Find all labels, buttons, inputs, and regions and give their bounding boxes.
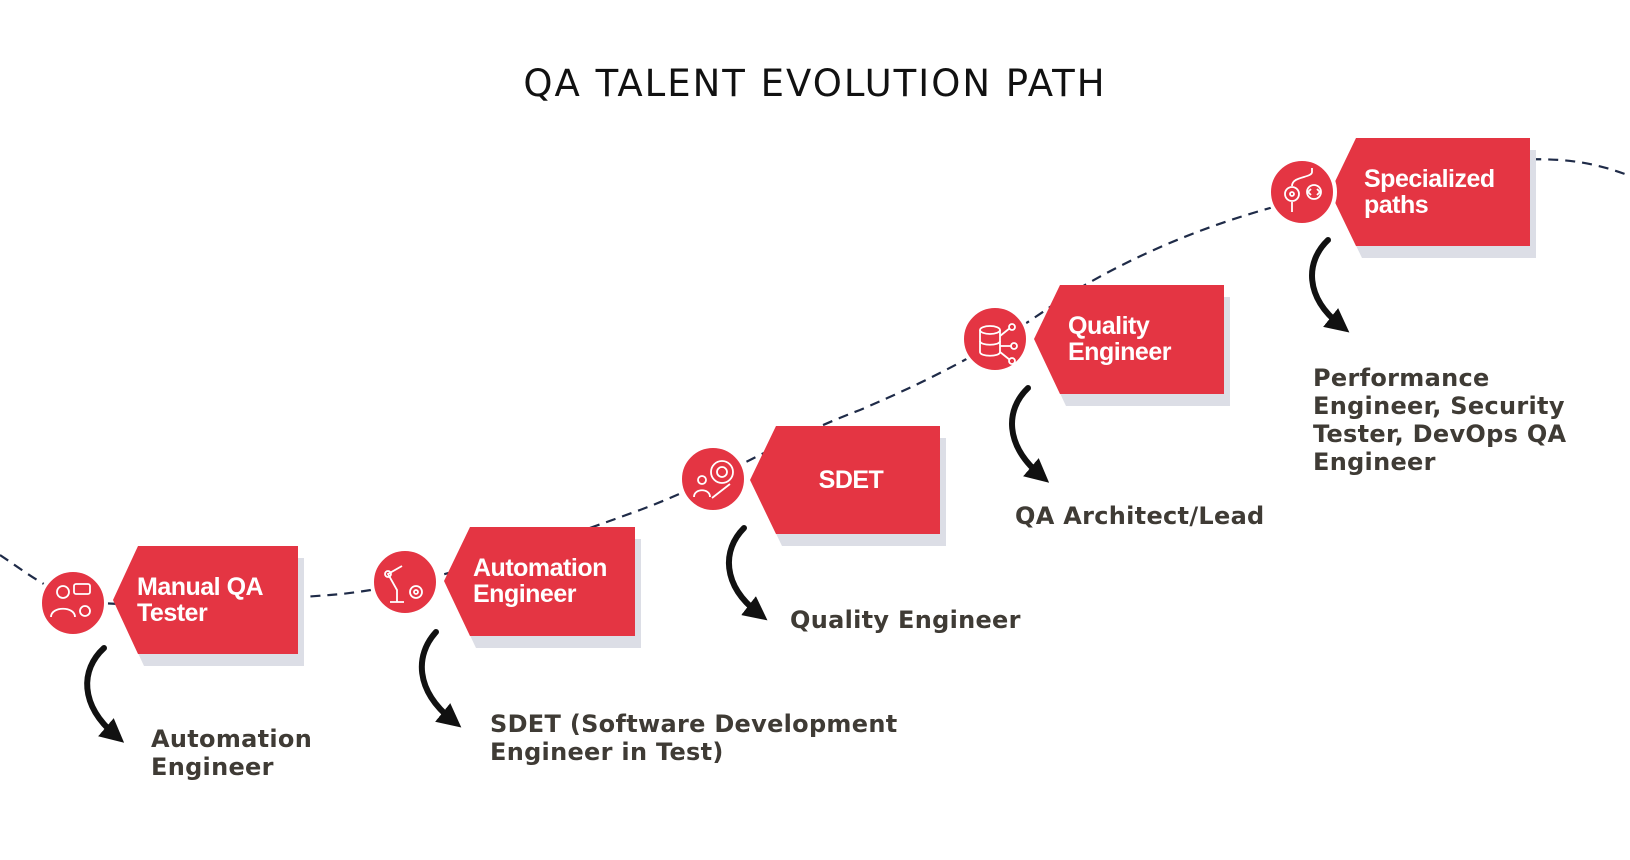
tester-icon xyxy=(50,583,91,618)
next-role-sdet: SDET (Software Development Engineer in T… xyxy=(490,710,898,766)
icon-badge xyxy=(1267,157,1337,227)
tag-shape xyxy=(750,426,940,534)
step-arrow xyxy=(725,525,768,621)
robot-arm-icon xyxy=(384,565,423,603)
role-label-quality-engineer: Quality Engineer xyxy=(1068,312,1171,366)
page-title: QA TALENT EVOLUTION PATH xyxy=(523,62,1107,105)
next-role-qa-architect-lead: QA Architect/Lead xyxy=(1015,502,1265,530)
step-automation-engineer xyxy=(370,527,641,728)
step-arrow xyxy=(84,645,125,743)
step-specialized-paths xyxy=(1267,138,1536,333)
icon-badge xyxy=(960,304,1030,374)
step-arrow xyxy=(1309,237,1350,333)
icon-badge xyxy=(38,568,108,638)
next-role-specialized-list: Performance Engineer, Security Tester, D… xyxy=(1313,364,1567,476)
tag-shape xyxy=(113,546,298,654)
tag-shape xyxy=(1330,138,1530,246)
tag-shape xyxy=(1034,285,1224,394)
role-label-automation-engineer: Automation Engineer xyxy=(473,554,607,608)
role-label-specialized-paths: Specialized paths xyxy=(1364,165,1495,219)
step-arrow xyxy=(1009,385,1050,483)
step-sdet xyxy=(678,426,946,621)
database-network-icon xyxy=(979,323,1018,365)
step-quality-engineer xyxy=(960,285,1230,483)
role-label-manual-qa-tester: Manual QA Tester xyxy=(137,573,263,627)
target-person-icon xyxy=(693,460,734,499)
tag-shape xyxy=(444,527,635,636)
next-role-automation-engineer: Automation Engineer xyxy=(151,725,313,781)
step-arrow xyxy=(418,629,462,728)
role-label-sdet: SDET xyxy=(818,466,884,494)
step-manual-qa-tester xyxy=(38,546,304,743)
icon-badge xyxy=(370,547,440,617)
code-workflow-icon xyxy=(1284,168,1322,212)
next-role-quality-engineer: Quality Engineer xyxy=(790,606,1021,634)
